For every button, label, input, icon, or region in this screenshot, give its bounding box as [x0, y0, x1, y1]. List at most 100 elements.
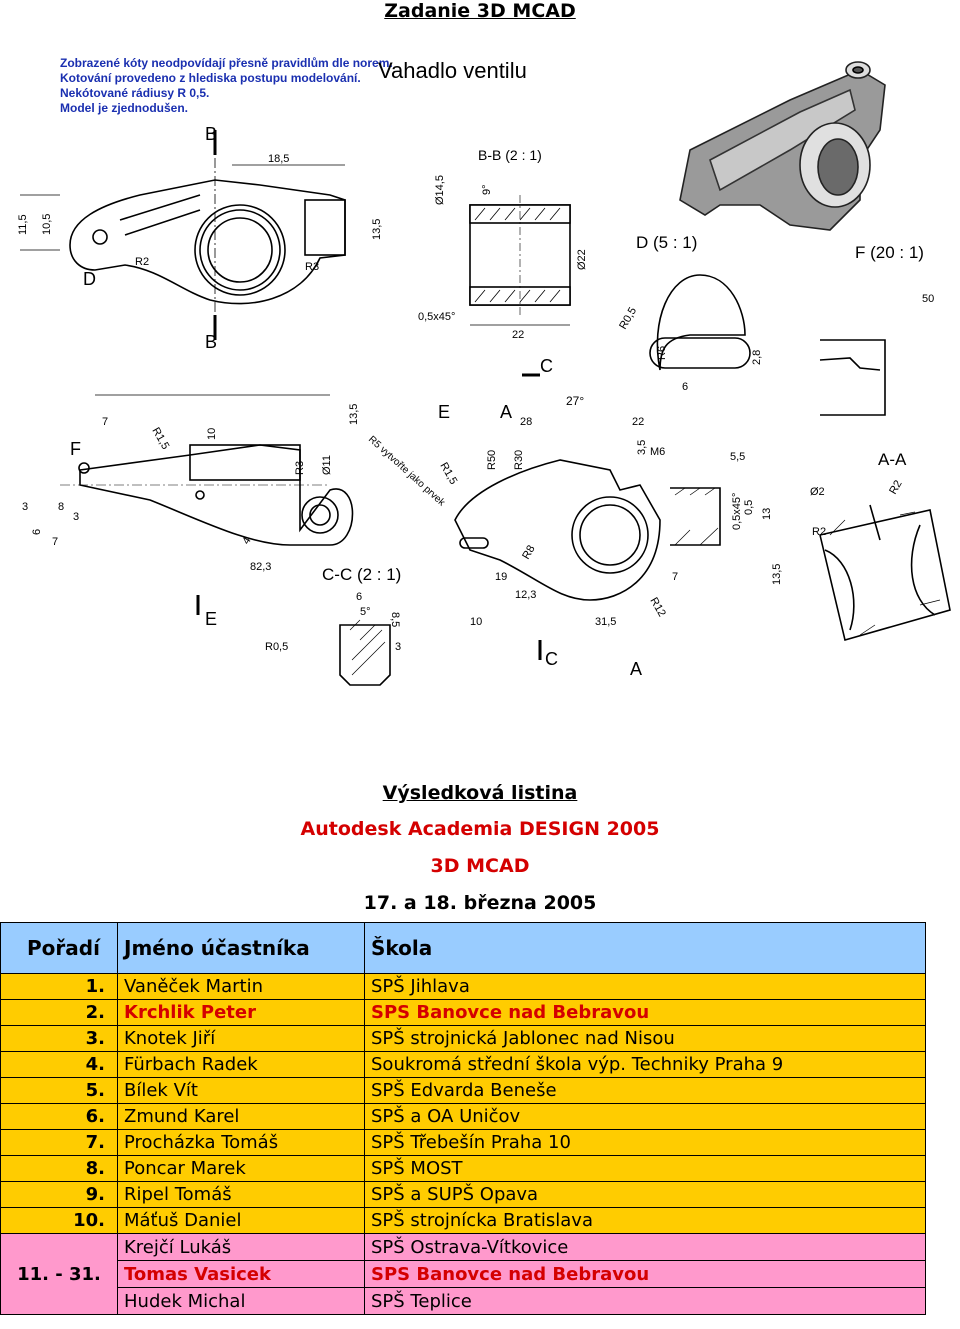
note-line: Nekótované rádiusy R 0,5. [60, 86, 210, 100]
dim: R0,5 [617, 305, 639, 331]
dim: R5 vytvořte jako prvek [366, 434, 448, 509]
dim: 13,5 [371, 219, 383, 240]
rank-cell: 6. [0, 1103, 118, 1130]
dim: 0,5 [743, 500, 755, 515]
school-cell: SPŠ strojnická Jablonec nad Nisou [364, 1025, 926, 1052]
label-b-bottom: B [205, 332, 217, 352]
dim: 10,5 [41, 214, 53, 235]
top-view [20, 130, 346, 340]
dim: Ø14,5 [434, 175, 446, 205]
dim: 9° [481, 184, 493, 195]
dim: 3,5 [636, 440, 648, 455]
name-cell: Vaněček Martin [117, 973, 365, 1000]
technical-drawing: Vahadlo ventilu B B D 18,5 11,5 10,5 13,… [0, 28, 960, 728]
rank-cell: 10. [0, 1207, 118, 1234]
note-line: Zobrazené kóty neodpovídají přesně pravi… [60, 56, 393, 70]
dim: M6 [650, 446, 665, 458]
results-table: Pořadí Jméno účastníka Škola 1. Vaněček … [0, 922, 926, 1315]
rank-cell: 3. [0, 1025, 118, 1052]
drawing-notes: Zobrazené kóty neodpovídají přesně pravi… [60, 56, 393, 116]
school-cell: SPŠ a OA Uničov [364, 1103, 926, 1130]
school-cell: SPŠ Teplice [364, 1287, 926, 1315]
dim: 27° [566, 394, 584, 408]
name-cell: Tomas Vasicek [117, 1260, 365, 1288]
event-date: 17. a 18. března 2005 [363, 892, 597, 914]
dim: 13,5 [348, 404, 360, 425]
name-cell: Fürbach Radek [117, 1051, 365, 1078]
table-row: 2. Krchlik Peter SPS Banovce nad Bebravo… [0, 999, 926, 1026]
dim: 19 [495, 571, 507, 583]
column-header-rank: Pořadí [0, 922, 118, 974]
label-e-bottom: E [205, 609, 217, 629]
column-header-name: Jméno účastníka [117, 922, 365, 974]
table-row: 4. Fürbach Radek Soukromá střední škola … [0, 1051, 926, 1078]
dim: 6 [31, 529, 43, 535]
dim: Ø2 [810, 486, 825, 498]
dim: 2,8 [751, 350, 763, 365]
table-row: 1. Vaněček Martin SPŠ Jihlava [0, 973, 926, 1000]
dim: 0,5x45° [731, 493, 743, 530]
school-cell: SPŠ strojnícka Bratislava [364, 1207, 926, 1234]
dim: 4 [240, 535, 253, 546]
dim: 50 [922, 293, 934, 305]
dim: 22 [632, 416, 644, 428]
name-cell: Bílek Vít [117, 1077, 365, 1104]
dim: 7 [102, 416, 108, 428]
dim: R30 [513, 450, 525, 470]
label-e-top: E [438, 402, 450, 422]
rank-cell: 7. [0, 1129, 118, 1156]
school-cell: SPS Banovce nad Bebravou [364, 999, 926, 1026]
dim: 13,5 [771, 564, 783, 585]
page-title: Zadanie 3D MCAD [384, 0, 576, 22]
dim: R1,5 [149, 426, 171, 452]
table-row: 7. Procházka Tomáš SPŠ Třebešín Praha 10 [0, 1129, 926, 1156]
name-cell: Ripel Tomáš [117, 1181, 365, 1208]
results-title: Výsledková listina [382, 782, 578, 804]
dim: 3 [395, 641, 401, 653]
table-row: 8. Poncar Marek SPŠ MOST [0, 1155, 926, 1182]
dim: 22 [512, 329, 524, 341]
dim: 6 [682, 381, 688, 393]
dim: Ø11 [321, 455, 333, 475]
dim: 5° [360, 606, 371, 618]
section-bb [469, 195, 571, 315]
dim: 10 [206, 428, 218, 440]
isometric-view [679, 61, 886, 231]
front-view [60, 394, 354, 546]
school-cell: SPŠ Jihlava [364, 973, 926, 1000]
school-cell: SPŠ Třebešín Praha 10 [364, 1129, 926, 1156]
table-header-row: Pořadí Jméno účastníka Škola [0, 922, 926, 974]
note-line: Model je zjednodušen. [60, 101, 189, 115]
rank-cell: 9. [0, 1181, 118, 1208]
table-row: Tomas Vasicek SPS Banovce nad Bebravou [1, 1260, 926, 1288]
label-a-bottom: A [630, 659, 642, 679]
dim: 13 [761, 508, 773, 520]
dim: R6 [656, 346, 668, 360]
dim: R50 [486, 450, 498, 470]
detail-d [649, 274, 751, 371]
school-cell: SPŠ Edvarda Beneše [364, 1077, 926, 1104]
dim: 28 [520, 416, 532, 428]
dim: 5,5 [730, 451, 745, 463]
label-c-top: C [540, 356, 553, 376]
dim: 31,5 [595, 616, 616, 628]
name-cell: Hudek Michal [117, 1287, 365, 1315]
table-row: 9. Ripel Tomáš SPŠ a SUPŠ Opava [0, 1181, 926, 1208]
dim: 0,5x45° [418, 311, 455, 323]
dim: 8,5 [389, 612, 401, 627]
dim: 11,5 [17, 214, 29, 235]
dim: R8 [520, 543, 537, 561]
dim: 3 [73, 511, 79, 523]
school-cell: SPŠ a SUPŠ Opava [364, 1181, 926, 1208]
label-section-cc: C-C (2 : 1) [322, 565, 401, 584]
dim: R12 [647, 596, 667, 619]
table-row: 6. Zmund Karel SPŠ a OA Uničov [0, 1103, 926, 1130]
dim: 12,3 [515, 589, 536, 601]
rank-cell: 1. [0, 973, 118, 1000]
dim: 3 [22, 501, 28, 513]
school-cell: Soukromá střední škola výp. Techniky Pra… [364, 1051, 926, 1078]
dim: R0,5 [265, 641, 288, 653]
dim: R3 [305, 261, 319, 273]
table-row: 3. Knotek Jiří SPŠ strojnická Jablonec n… [0, 1025, 926, 1052]
dim: 8 [58, 501, 64, 513]
